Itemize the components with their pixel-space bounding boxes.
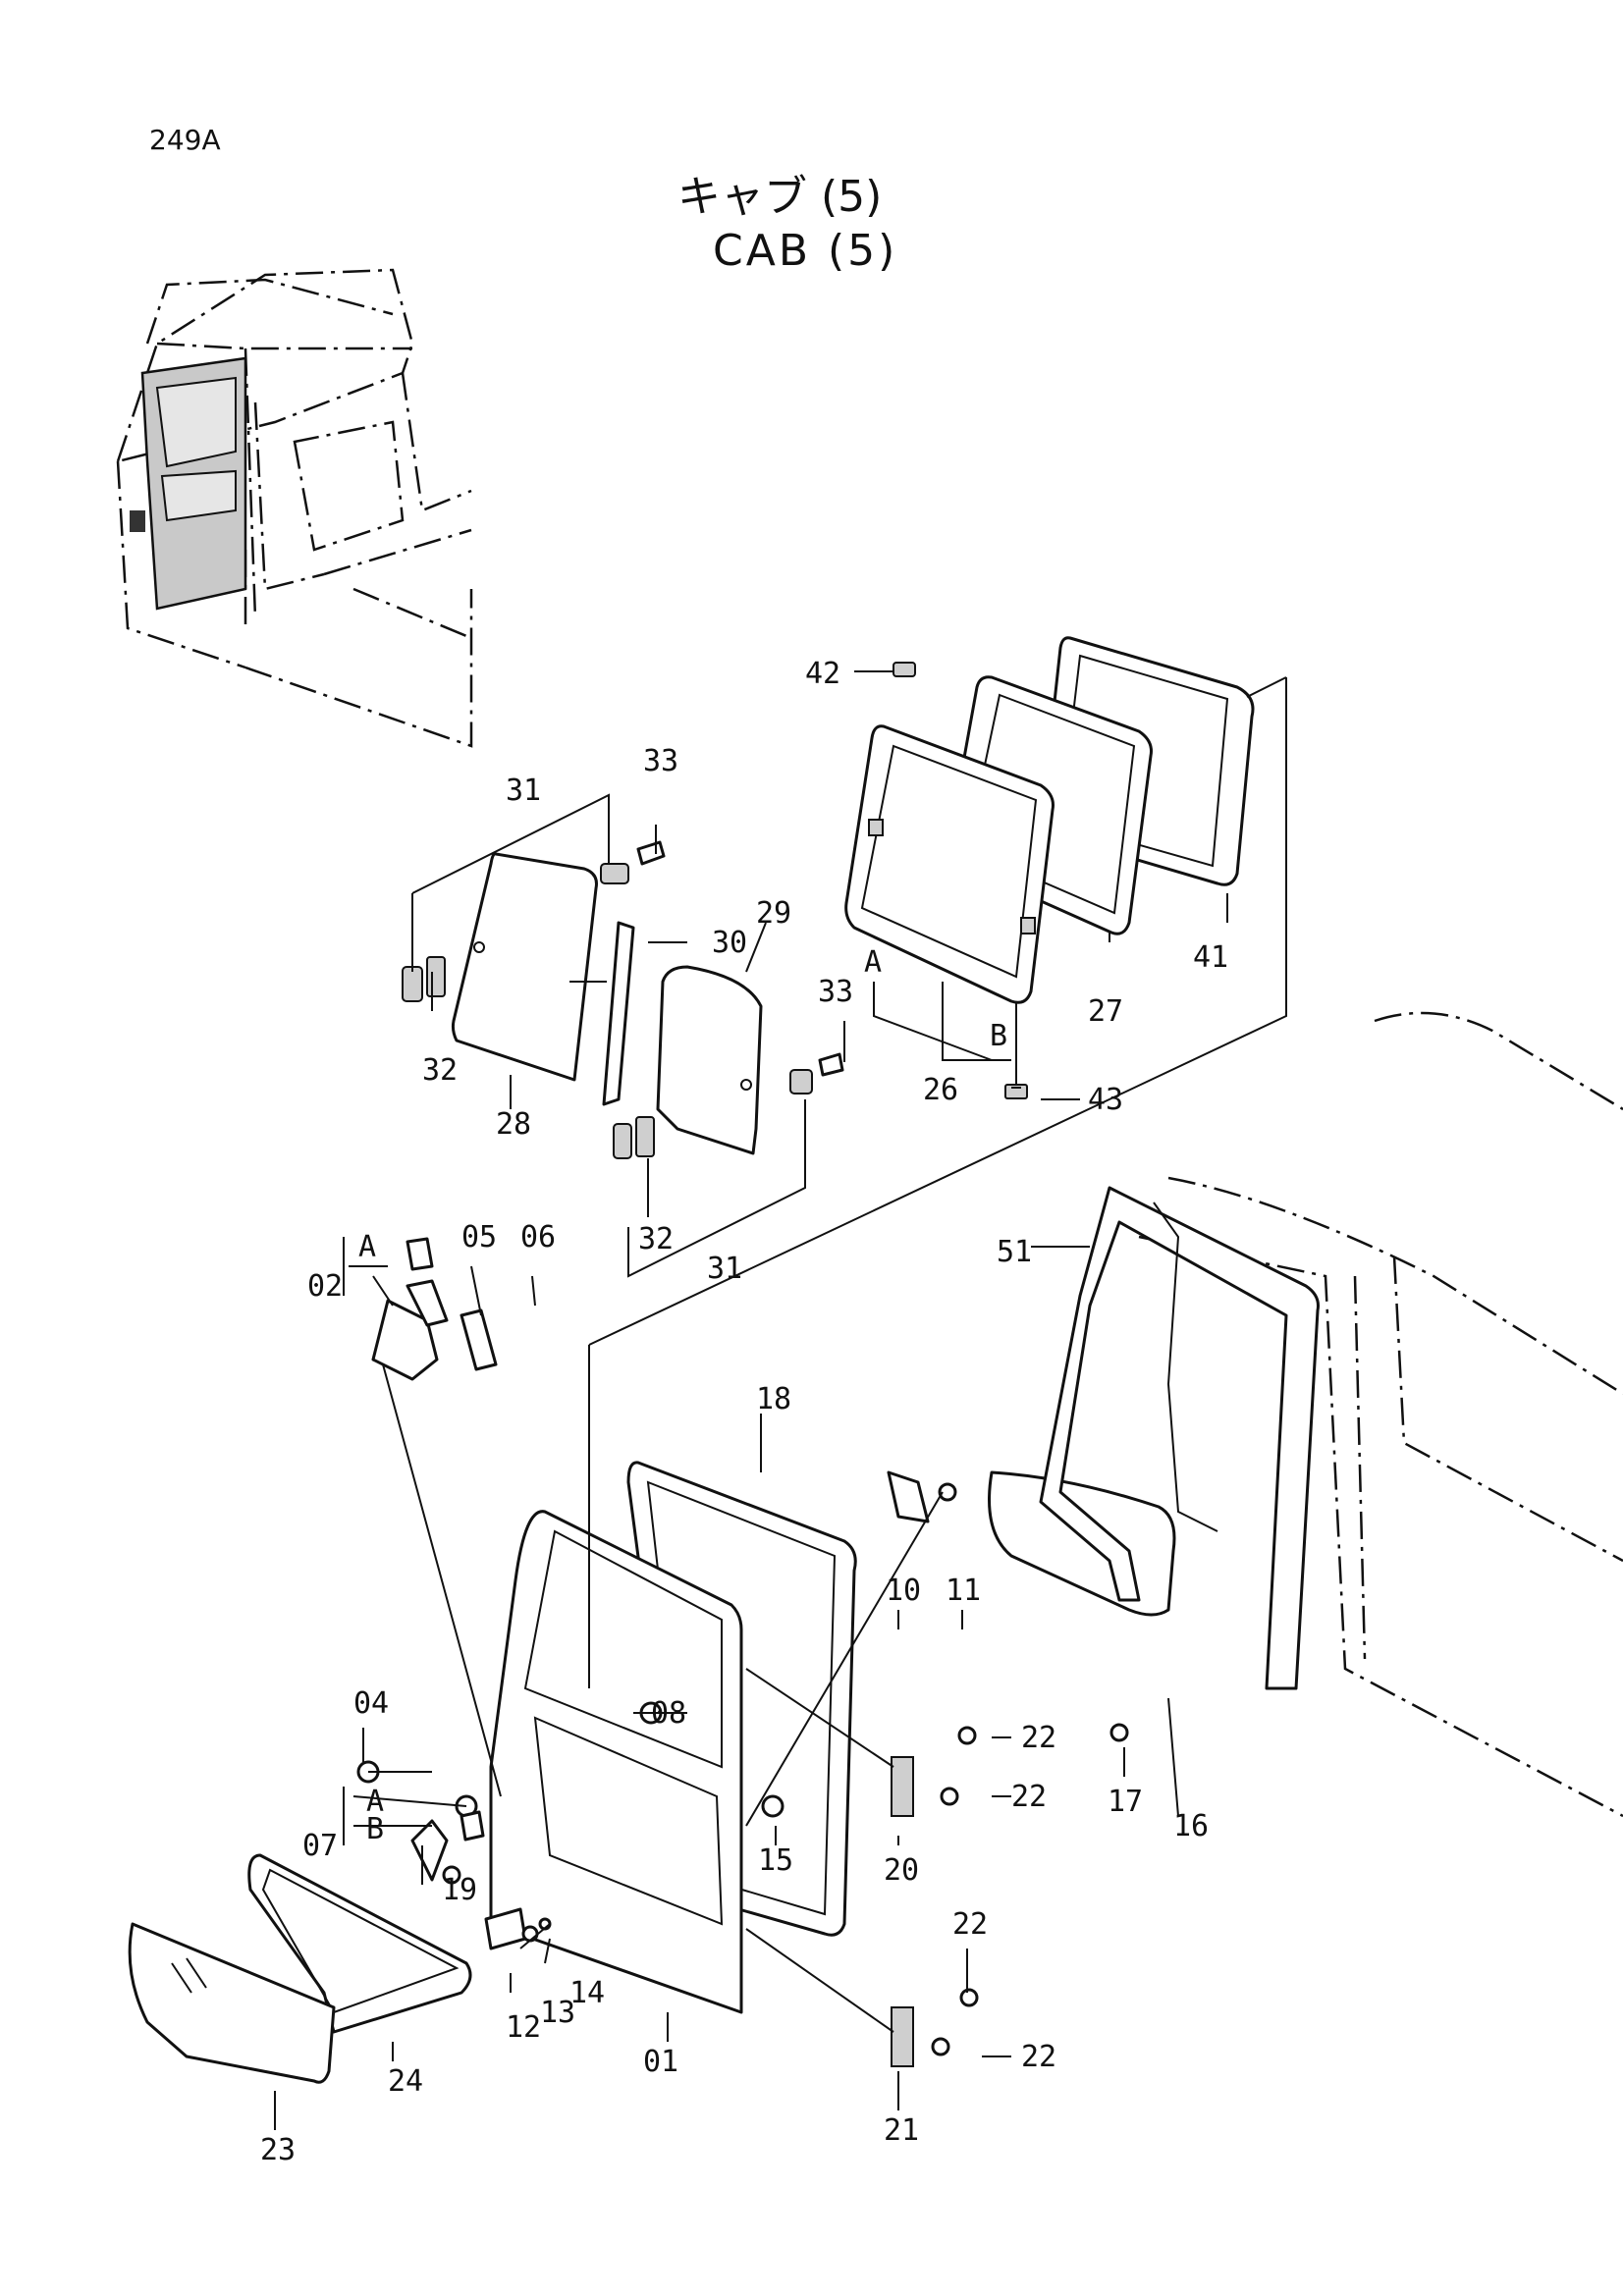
- cab-overview-illustration: [116, 268, 473, 748]
- page-code: 249A: [149, 124, 221, 156]
- callout-22b: 22: [1011, 1780, 1047, 1814]
- callout-33b: 33: [818, 975, 853, 1009]
- cab-body-right: [1039, 1011, 1623, 1818]
- callout-05: 05: [461, 1220, 497, 1255]
- callout-24: 24: [388, 2064, 423, 2099]
- callout-10: 10: [886, 1574, 921, 1608]
- callout-31b: 31: [707, 1252, 742, 1286]
- marker-b-handle: B: [366, 1812, 384, 1846]
- callout-17: 17: [1108, 1785, 1143, 1819]
- callout-06: 06: [520, 1220, 556, 1255]
- callout-32b: 32: [638, 1222, 674, 1256]
- callout-28: 28: [496, 1107, 531, 1142]
- callout-26: 26: [923, 1073, 958, 1107]
- callout-11: 11: [946, 1574, 981, 1608]
- callout-01: 01: [643, 2045, 678, 2079]
- sliding-window-frame-group: [588, 636, 1287, 1346]
- callout-leaders: [274, 670, 1228, 2130]
- callout-42: 42: [805, 657, 840, 691]
- callout-20: 20: [884, 1853, 919, 1888]
- door-glass-group: [402, 793, 844, 1278]
- callout-31a: 31: [506, 774, 541, 808]
- title-japanese: キャブ (5): [677, 172, 882, 222]
- callout-07: 07: [302, 1829, 338, 1863]
- callout-18: 18: [756, 1382, 791, 1416]
- callout-30: 30: [712, 926, 747, 960]
- callout-22a: 22: [1021, 1721, 1056, 1755]
- callout-08: 08: [651, 1696, 686, 1731]
- marker-a-handle: A: [366, 1785, 384, 1819]
- title-english: CAB (5): [713, 226, 897, 276]
- callout-15: 15: [758, 1843, 793, 1878]
- callout-02: 02: [307, 1269, 343, 1304]
- callout-19: 19: [442, 1873, 477, 1907]
- callout-51: 51: [997, 1235, 1032, 1269]
- callout-27: 27: [1088, 994, 1123, 1029]
- part-42-shape: [893, 662, 916, 677]
- callout-16: 16: [1173, 1809, 1209, 1843]
- callout-labels: 08 42 33 31 32 28 30 29 33 32 31 A B 26 …: [260, 657, 1228, 2167]
- callout-12: 12: [506, 2010, 541, 2045]
- callout-43: 43: [1088, 1083, 1123, 1117]
- callout-33a: 33: [643, 744, 678, 778]
- callout-22d: 22: [1021, 2040, 1056, 2074]
- marker-a-window: A: [864, 945, 882, 980]
- callout-14: 14: [569, 1976, 605, 2010]
- callout-21: 21: [884, 2113, 919, 2148]
- door-assembly-group: [128, 1237, 1176, 2084]
- callout-32a: 32: [422, 1053, 458, 1088]
- callout-22c: 22: [952, 1907, 988, 1942]
- callout-23: 23: [260, 2133, 296, 2167]
- callout-13: 13: [540, 1996, 575, 2030]
- callout-41: 41: [1193, 940, 1228, 975]
- marker-a-latch: A: [358, 1230, 376, 1264]
- callout-04: 04: [353, 1686, 389, 1721]
- callout-29: 29: [756, 896, 791, 931]
- marker-b-window: B: [990, 1019, 1007, 1053]
